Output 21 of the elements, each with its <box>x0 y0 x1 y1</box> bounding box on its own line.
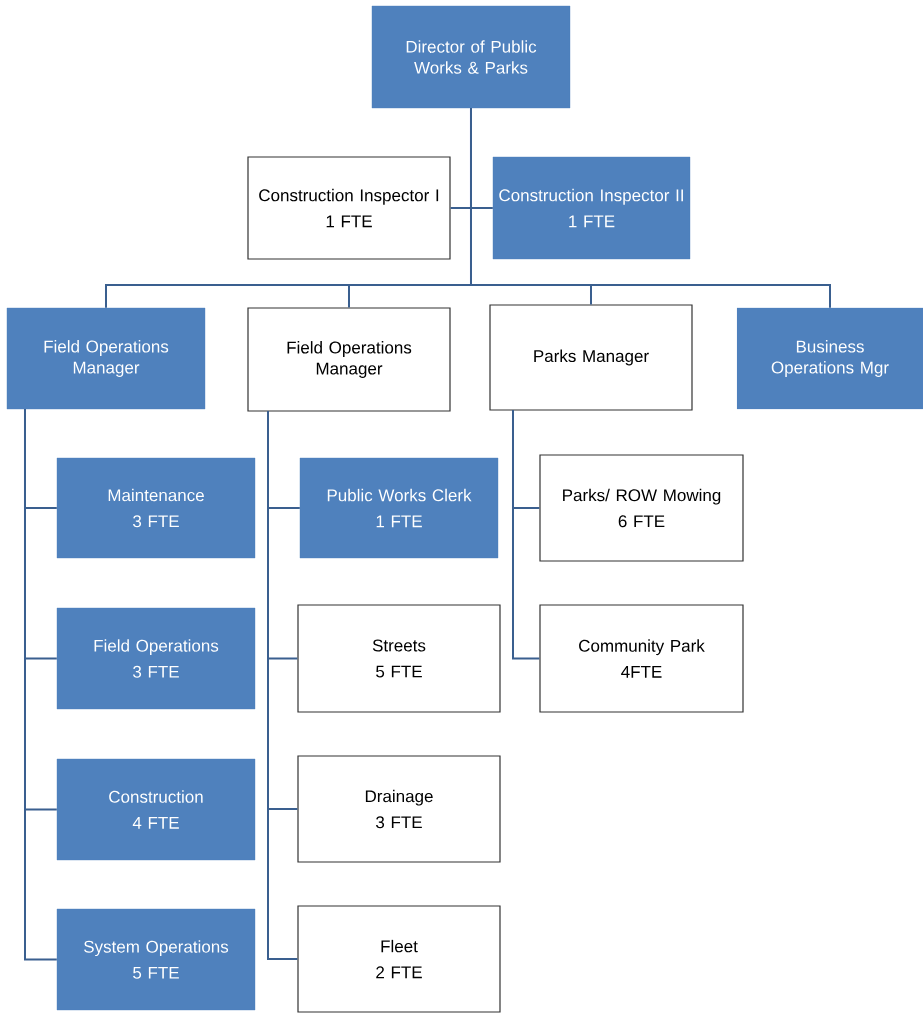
manager-box: Business Operations Mgr <box>736 307 923 410</box>
unit-box: Streets 5 FTE <box>297 604 501 713</box>
connector-line <box>512 409 541 660</box>
unit-box: Field Operations 3 FTE <box>56 607 256 710</box>
director-box: Director of Public Works & Parks <box>371 5 571 109</box>
connector-line <box>267 410 299 960</box>
unit-box: Drainage 3 FTE <box>297 755 501 863</box>
inspector-box: Construction Inspector II 1 FTE <box>492 156 691 260</box>
manager-box: Field Operations Manager <box>6 307 206 410</box>
unit-box: Fleet 2 FTE <box>297 905 501 1013</box>
unit-box: System Operations 5 FTE <box>56 908 256 1011</box>
connector-line <box>470 107 831 309</box>
unit-box: Public Works Clerk 1 FTE <box>299 457 499 559</box>
unit-box: Maintenance 3 FTE <box>56 457 256 559</box>
unit-box: Construction 4 FTE <box>56 758 256 861</box>
connector-line <box>24 408 58 961</box>
manager-box: Parks Manager <box>489 304 693 411</box>
inspector-box: Construction Inspector I 1 FTE <box>247 156 451 260</box>
unit-box: Parks/ ROW Mowing 6 FTE <box>539 454 744 562</box>
manager-box: Field Operations Manager <box>247 307 451 412</box>
unit-box: Community Park 4FTE <box>539 604 744 713</box>
